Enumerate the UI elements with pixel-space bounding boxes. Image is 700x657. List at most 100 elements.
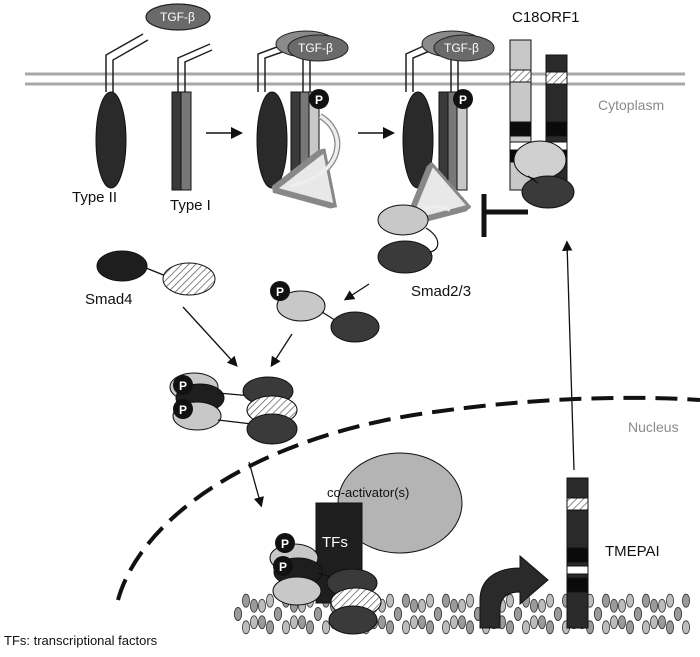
dna-base xyxy=(433,607,442,621)
dna-base xyxy=(385,593,394,608)
dna-base xyxy=(393,607,402,621)
phosphate-label: P xyxy=(179,403,187,417)
dna-base xyxy=(666,620,675,635)
dna-base xyxy=(618,615,627,630)
nuclear-envelope xyxy=(116,395,700,601)
dna-base xyxy=(602,620,611,635)
tgf-beta-ligand-free: TGF-β xyxy=(145,3,211,31)
dna-base xyxy=(441,620,450,635)
dna-base xyxy=(554,607,563,621)
dna-base xyxy=(650,598,659,613)
phosphate-label: P xyxy=(279,560,287,574)
tmepai-to-c18orf1-arrow xyxy=(562,240,575,471)
psmad-arrow xyxy=(270,333,293,368)
smad-complex-on-dna: P P xyxy=(269,533,382,635)
dna-base xyxy=(401,620,410,635)
dna-base xyxy=(449,598,458,613)
dna-base xyxy=(241,620,250,635)
dna-base xyxy=(618,598,627,613)
dna-base xyxy=(457,598,466,613)
dna-base xyxy=(650,615,659,630)
dna-base xyxy=(530,598,539,613)
dna-base xyxy=(249,615,258,630)
dna-base xyxy=(674,607,683,621)
receptor-complex-3: TGF-β P xyxy=(402,30,495,191)
dna-base xyxy=(257,598,266,613)
dna-base xyxy=(626,620,635,635)
phosphate-label: P xyxy=(315,93,323,107)
dna-base xyxy=(626,593,635,608)
dna-base xyxy=(682,593,691,608)
dna-base xyxy=(417,615,426,630)
dna-base xyxy=(546,620,555,635)
dna-base xyxy=(522,620,531,635)
dna-base xyxy=(401,593,410,608)
dna-base xyxy=(305,620,314,635)
dna-base xyxy=(265,593,274,608)
dna-base xyxy=(265,620,274,635)
type-ii-receptor xyxy=(95,33,149,189)
dna-base xyxy=(385,620,394,635)
phospho-smad23: P xyxy=(270,281,380,343)
dna-base xyxy=(273,607,282,621)
dna-base xyxy=(546,593,555,608)
dna-base xyxy=(642,593,651,608)
dna-base xyxy=(441,593,450,608)
nucleus-label: Nucleus xyxy=(628,419,679,435)
dna-base xyxy=(281,620,290,635)
smad4-label: Smad4 xyxy=(85,291,133,308)
inhibition-symbol xyxy=(481,194,528,237)
dna-base xyxy=(610,598,619,613)
dna-base xyxy=(289,615,298,630)
dna-base xyxy=(505,620,514,635)
dna-base xyxy=(505,593,514,608)
type-ii-label: Type II xyxy=(72,189,117,206)
phosphate-group xyxy=(309,89,329,109)
dna-base xyxy=(602,593,611,608)
dna-base xyxy=(666,593,675,608)
dna-base xyxy=(241,593,250,608)
dna-base xyxy=(658,598,667,613)
dna-base xyxy=(233,607,242,621)
dna-base xyxy=(465,593,474,608)
phosphate-label: P xyxy=(459,93,467,107)
transcription-arrow xyxy=(479,554,549,629)
tgf-beta-label: TGF-β xyxy=(444,41,479,55)
type-i-receptor xyxy=(171,43,213,191)
cell-membrane xyxy=(25,72,685,86)
dna-base xyxy=(409,615,418,630)
phosphate-label: P xyxy=(276,285,284,299)
tmepai-label: TMEPAI xyxy=(605,543,660,560)
phosphate-label: P xyxy=(179,379,187,393)
dna-base xyxy=(249,598,258,613)
dna-base xyxy=(297,615,306,630)
smad4-arrow xyxy=(182,306,238,367)
dna-base xyxy=(610,615,619,630)
coactivator-label: co-activator(s) xyxy=(327,485,409,500)
c18orf1-protein xyxy=(509,39,575,209)
footnote: TFs: transcriptional factors xyxy=(4,633,158,648)
dna-base xyxy=(682,620,691,635)
dna-base xyxy=(538,598,547,613)
smad23-arrow xyxy=(343,283,370,301)
dna-base xyxy=(514,607,523,621)
tgf-beta-label: TGF-β xyxy=(298,41,333,55)
dna-base xyxy=(313,607,322,621)
c18orf1-label: C18ORF1 xyxy=(512,9,580,26)
dna-base xyxy=(425,593,434,608)
receptor-complex-2: TGF-β P xyxy=(256,30,349,190)
dna-base xyxy=(449,615,458,630)
cytoplasm-label: Cytoplasm xyxy=(598,97,664,113)
type-i-label: Type I xyxy=(170,197,211,214)
dna-base xyxy=(409,598,418,613)
tfs-label: TFs xyxy=(322,534,348,551)
smad23-label: Smad2/3 xyxy=(411,283,471,300)
phosphate-label: P xyxy=(281,537,289,551)
tgf-beta-label: TGF-β xyxy=(160,10,195,24)
dna-base xyxy=(465,620,474,635)
dna-base xyxy=(530,615,539,630)
dna-base xyxy=(321,620,330,635)
dna-base xyxy=(417,598,426,613)
smad23-inactive xyxy=(377,205,450,274)
